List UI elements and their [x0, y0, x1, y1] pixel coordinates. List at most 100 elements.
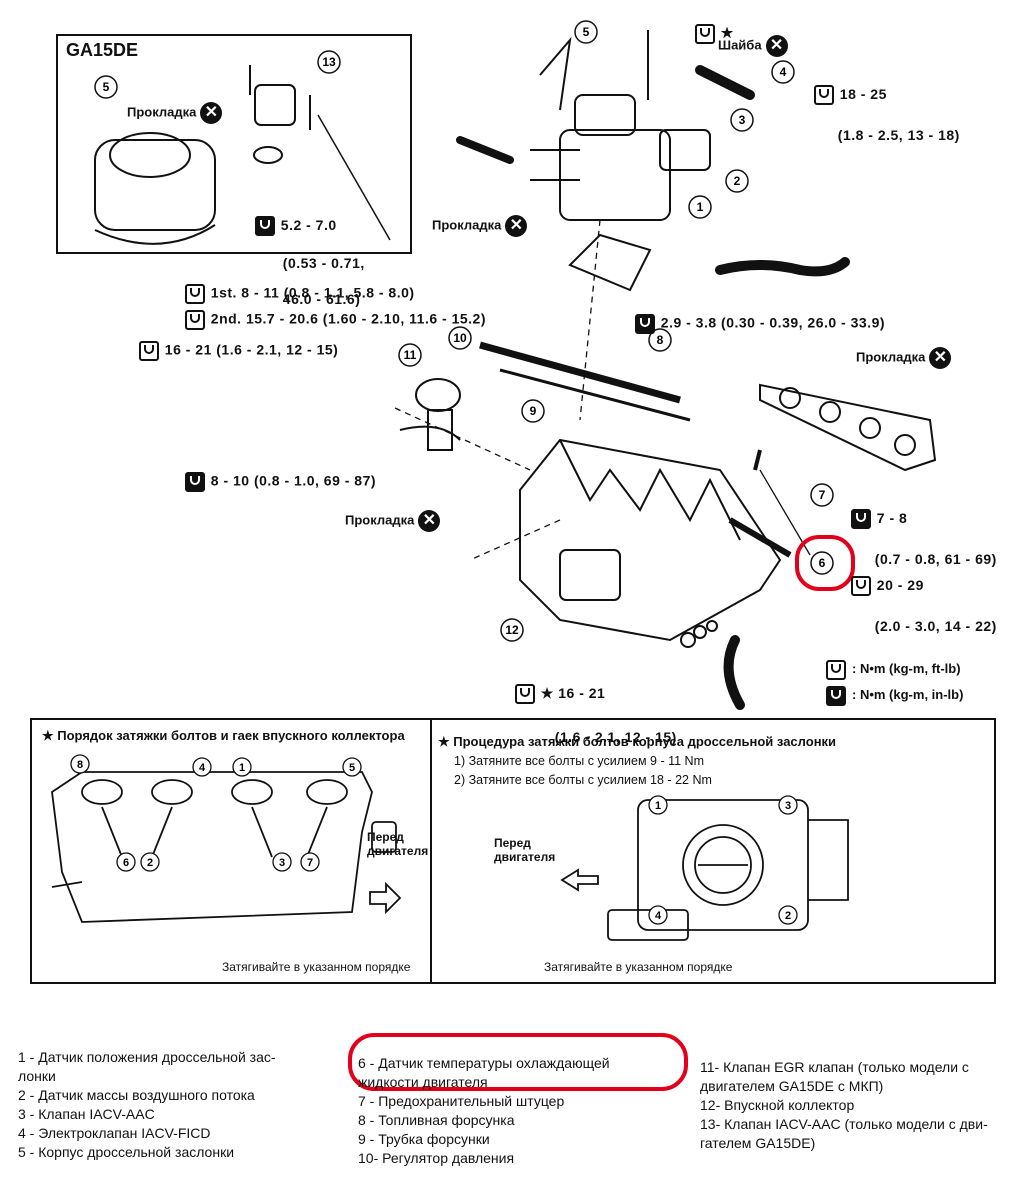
svg-text:2: 2 [734, 174, 741, 188]
x-circle-icon: ✕ [765, 35, 788, 57]
legend-filled-row: : N•m (kg-m, in-lb) [826, 682, 963, 708]
torque-wrench-icon [850, 576, 871, 597]
torque-callout-4: 18 - 25 (1.8 - 2.5, 13 - 18) [805, 64, 960, 145]
svg-text:13: 13 [322, 55, 336, 69]
list-item: 3 - Клапан IACV-AAC [18, 1106, 155, 1122]
gasket-throttle-label: Прокладка✕ [432, 215, 528, 237]
svg-text:2: 2 [147, 857, 153, 869]
legend-open-row: : N•m (kg-m, ft-lb) [826, 656, 963, 682]
svg-text:8: 8 [657, 333, 664, 347]
callout-13: 13 [317, 50, 341, 74]
torque-wrench-icon [184, 284, 205, 304]
svg-text:3: 3 [739, 113, 746, 127]
svg-text:6: 6 [819, 556, 826, 570]
torque-wrench-icon [138, 341, 159, 361]
torque-wrench-icon [184, 310, 205, 330]
right-box-step-1: 1) Затяните все болты с усилием 9 - 11 N… [454, 754, 704, 768]
svg-text:8: 8 [77, 759, 83, 771]
washer-label: Шайба✕ [718, 35, 788, 57]
svg-text:5: 5 [349, 762, 355, 774]
tightening-order-box: ★ Порядок затяжки болтов и гаек впускног… [30, 718, 432, 984]
list-item: 2 - Датчик массы воздушного потока [18, 1087, 255, 1103]
svg-text:7: 7 [307, 857, 313, 869]
right-box-title: ★ Процедура затяжки болтов корпуса дросс… [438, 734, 837, 749]
callout-3: 3 [730, 108, 754, 132]
torque-16-21: 16 - 21 (1.6 - 2.1, 12 - 15) [130, 325, 338, 361]
arrow-right-icon [369, 881, 402, 915]
parts-list-col-1: 1 - Датчик положения дроссельной зас- ло… [18, 1048, 276, 1162]
callout-10: 10 [448, 326, 472, 350]
svg-text:4: 4 [655, 910, 662, 922]
list-item: лонки [18, 1068, 56, 1084]
callout-9: 9 [521, 399, 545, 423]
arrow-left-icon [560, 868, 599, 892]
svg-text:11: 11 [404, 348, 417, 362]
torque-second-stage: 2nd. 15.7 - 20.6 (1.60 - 2.10, 11.6 - 15… [176, 294, 486, 330]
gasket-left-label: Прокладка✕ [345, 510, 441, 532]
svg-text:5: 5 [583, 25, 590, 39]
svg-text:3: 3 [785, 800, 791, 812]
callout-2: 2 [725, 169, 749, 193]
svg-text:6: 6 [123, 857, 129, 869]
svg-text:1: 1 [655, 800, 661, 812]
callout-1: 1 [688, 195, 712, 219]
callout-6: 6 [810, 551, 834, 575]
red-highlight-ring [348, 1033, 688, 1091]
throttle-sequence-figure: 1 3 4 2 [560, 795, 849, 941]
throttle-procedure-box: ★ Процедура затяжки болтов корпуса дросс… [428, 718, 996, 984]
callout-8: 8 [648, 328, 672, 352]
inset-frame [56, 34, 412, 254]
callout-5: 5 [574, 20, 598, 44]
x-circle-icon: ✕ [929, 347, 952, 369]
left-box-title: ★ Порядок затяжки болтов и гаек впускног… [42, 728, 405, 743]
exploded-diagram: 5 13 5 4 3 2 1 10 8 11 9 7 6 12 [56, 20, 937, 710]
top-star-label: ★ [686, 8, 734, 44]
list-item: 7 - Предохранительный штуцер [358, 1093, 565, 1109]
torque-wrench-filled-icon [254, 216, 275, 237]
list-item: 11- Клапан EGR клапан (только модели с [700, 1059, 969, 1075]
callout-11: 11 [398, 343, 422, 367]
inset-engine-code: GA15DE [66, 40, 139, 60]
torque-wrench-filled-icon [184, 472, 205, 492]
list-item: жидкости двигателя [358, 1074, 488, 1090]
svg-text:9: 9 [530, 404, 537, 418]
right-box-step-2: 2) Затяните все болты с усилием 18 - 22 … [454, 773, 712, 787]
torque-8-10: 8 - 10 (0.8 - 1.0, 69 - 87) [176, 456, 376, 492]
callout-12: 12 [500, 618, 524, 642]
x-circle-icon: ✕ [418, 510, 441, 532]
torque-wrench-icon [694, 24, 715, 44]
highlight-callout-6 [795, 535, 855, 591]
x-circle-icon: ✕ [200, 102, 223, 124]
callout-4: 4 [771, 60, 795, 84]
list-item: 9 - Трубка форсунки [358, 1131, 490, 1147]
svg-text:5: 5 [103, 80, 110, 94]
svg-text:4: 4 [199, 762, 206, 774]
inset-gasket-label: Прокладка✕ [127, 102, 223, 124]
left-box-caption: Затягивайте в указанном порядке [222, 960, 411, 974]
parts-list-col-3: 11- Клапан EGR клапан (только модели с д… [700, 1058, 988, 1153]
list-item: 12- Впускной коллектор [700, 1097, 855, 1113]
inset-gasket-text: Прокладка [127, 104, 197, 120]
list-item: 10- Регулятор давления [358, 1150, 515, 1166]
torque-wrench-filled-icon [634, 314, 655, 334]
gasket-right-label: Прокладка✕ [856, 347, 952, 369]
right-box-caption: Затягивайте в указанном порядке [544, 960, 733, 974]
torque-bottom-16-21: ★ 16 - 21 (1.6 - 2.1, 12 - 15) [506, 660, 677, 748]
svg-text:1: 1 [239, 762, 245, 774]
torque-wrench-filled-icon [850, 509, 871, 530]
legend: : N•m (kg-m, ft-lb) : N•m (kg-m, in-lb) [826, 656, 963, 708]
list-item: 6 - Датчик температуры охлаждающей [358, 1055, 610, 1071]
callout-7: 7 [810, 483, 834, 507]
list-item: 4 - Электроклапан IACV-FICD [18, 1125, 211, 1141]
list-item: 5 - Корпус дроссельной заслонки [18, 1144, 235, 1160]
svg-text:10: 10 [453, 331, 467, 345]
parts-list-col-2: 6 - Датчик температуры охлаждающей жидко… [358, 1054, 610, 1168]
svg-text:2: 2 [785, 910, 791, 922]
x-circle-icon: ✕ [505, 215, 528, 237]
torque-first-stage: 1st. 8 - 11 (0.8 - 1.1, 5.8 - 8.0) [176, 268, 415, 304]
svg-text:7: 7 [819, 488, 826, 502]
torque-2-9-3-8: 2.9 - 3.8 (0.30 - 0.39, 26.0 - 33.9) [626, 298, 885, 334]
list-item: 13- Клапан IACV-AAC (только модели с дви… [700, 1116, 988, 1132]
